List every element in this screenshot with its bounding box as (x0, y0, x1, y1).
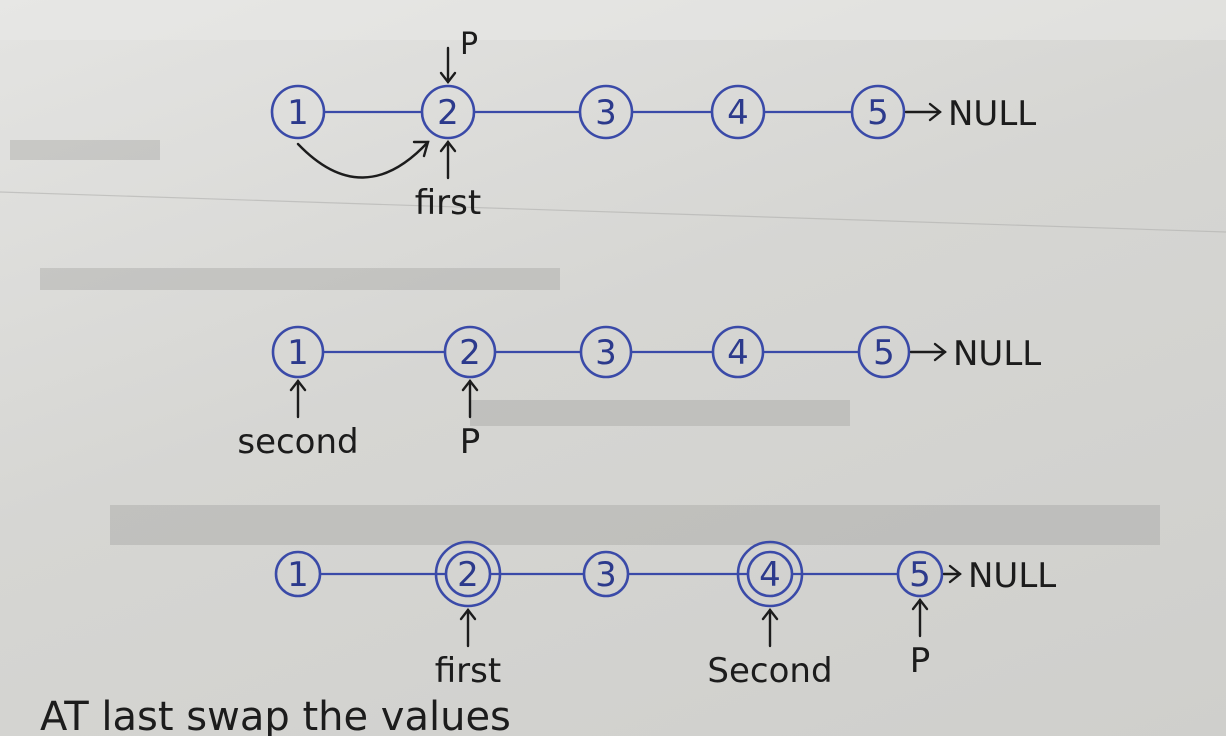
node-circle (711, 325, 765, 379)
node-circle (857, 325, 911, 379)
null-label: NULL (953, 334, 1041, 374)
pointer-p: P (460, 379, 481, 462)
arrow-head-icon (439, 140, 457, 153)
node-value: 4 (727, 333, 749, 373)
node-value: 3 (595, 333, 617, 373)
node-value: 3 (595, 555, 617, 595)
node-circle (420, 84, 476, 140)
pointer-first: first (435, 608, 501, 691)
node-value: 2 (459, 333, 481, 373)
node-value: 4 (727, 93, 749, 133)
node-circle (746, 550, 794, 598)
node-value: 1 (287, 93, 309, 133)
node-circle (443, 325, 497, 379)
pointer-p: P (439, 27, 478, 84)
arrow-head-icon (461, 379, 479, 392)
node-value: 3 (595, 93, 617, 133)
node-value: 2 (437, 93, 459, 133)
node-circle (270, 84, 326, 140)
node-circle (710, 84, 766, 140)
caption-group: AT last swap the values (40, 694, 511, 736)
node-value: 1 (287, 555, 309, 595)
arrow-head-icon (761, 608, 779, 621)
node-value: 5 (909, 555, 931, 595)
node-circle (444, 550, 492, 598)
arrow-head-icon (933, 342, 947, 362)
node-circle (271, 325, 325, 379)
pointer-label: Second (707, 651, 832, 691)
null-label: NULL (968, 556, 1056, 596)
node-value: 5 (873, 333, 895, 373)
highlight-ring (434, 540, 502, 608)
pointer-label: second (237, 422, 358, 462)
pointer-first: first (415, 140, 481, 223)
node-value: 4 (759, 555, 781, 595)
curved-arrow (296, 140, 430, 179)
pointer-label: first (435, 651, 501, 691)
arrow-head-icon (459, 608, 477, 621)
arrow-head-icon (289, 379, 307, 392)
pointer-label: P (910, 641, 931, 681)
linked-list-2: 1 2 3 4 5 NULL second P (237, 325, 1041, 462)
arrow-head-icon (928, 102, 942, 122)
pointer-label: P (460, 422, 481, 462)
node-circle (579, 325, 633, 379)
pointer-second: second (237, 379, 359, 462)
arrow-head-icon (439, 71, 457, 84)
node-circle (850, 84, 906, 140)
highlight-ring (736, 540, 804, 608)
node-circle (578, 84, 634, 140)
arrow-head-icon (412, 140, 430, 158)
node-circle (582, 550, 630, 598)
node-value: 2 (457, 555, 479, 595)
null-label: NULL (948, 94, 1036, 134)
node-circle (274, 550, 322, 598)
bleed-through-text (0, 0, 1226, 545)
caption-text: AT last swap the values (40, 694, 511, 736)
arrow-head-icon (948, 564, 962, 584)
pointer-label: first (415, 183, 481, 223)
pointer-label: P (460, 27, 478, 62)
node-value: 5 (867, 93, 889, 133)
node-value: 1 (287, 333, 309, 373)
pointer-second: Second (707, 608, 833, 691)
node-circle (896, 550, 944, 598)
linked-list-3: 1 2 3 4 5 NULL first Second P (274, 540, 1056, 691)
pointer-p: P (910, 598, 931, 681)
arrow-head-icon (911, 598, 929, 611)
